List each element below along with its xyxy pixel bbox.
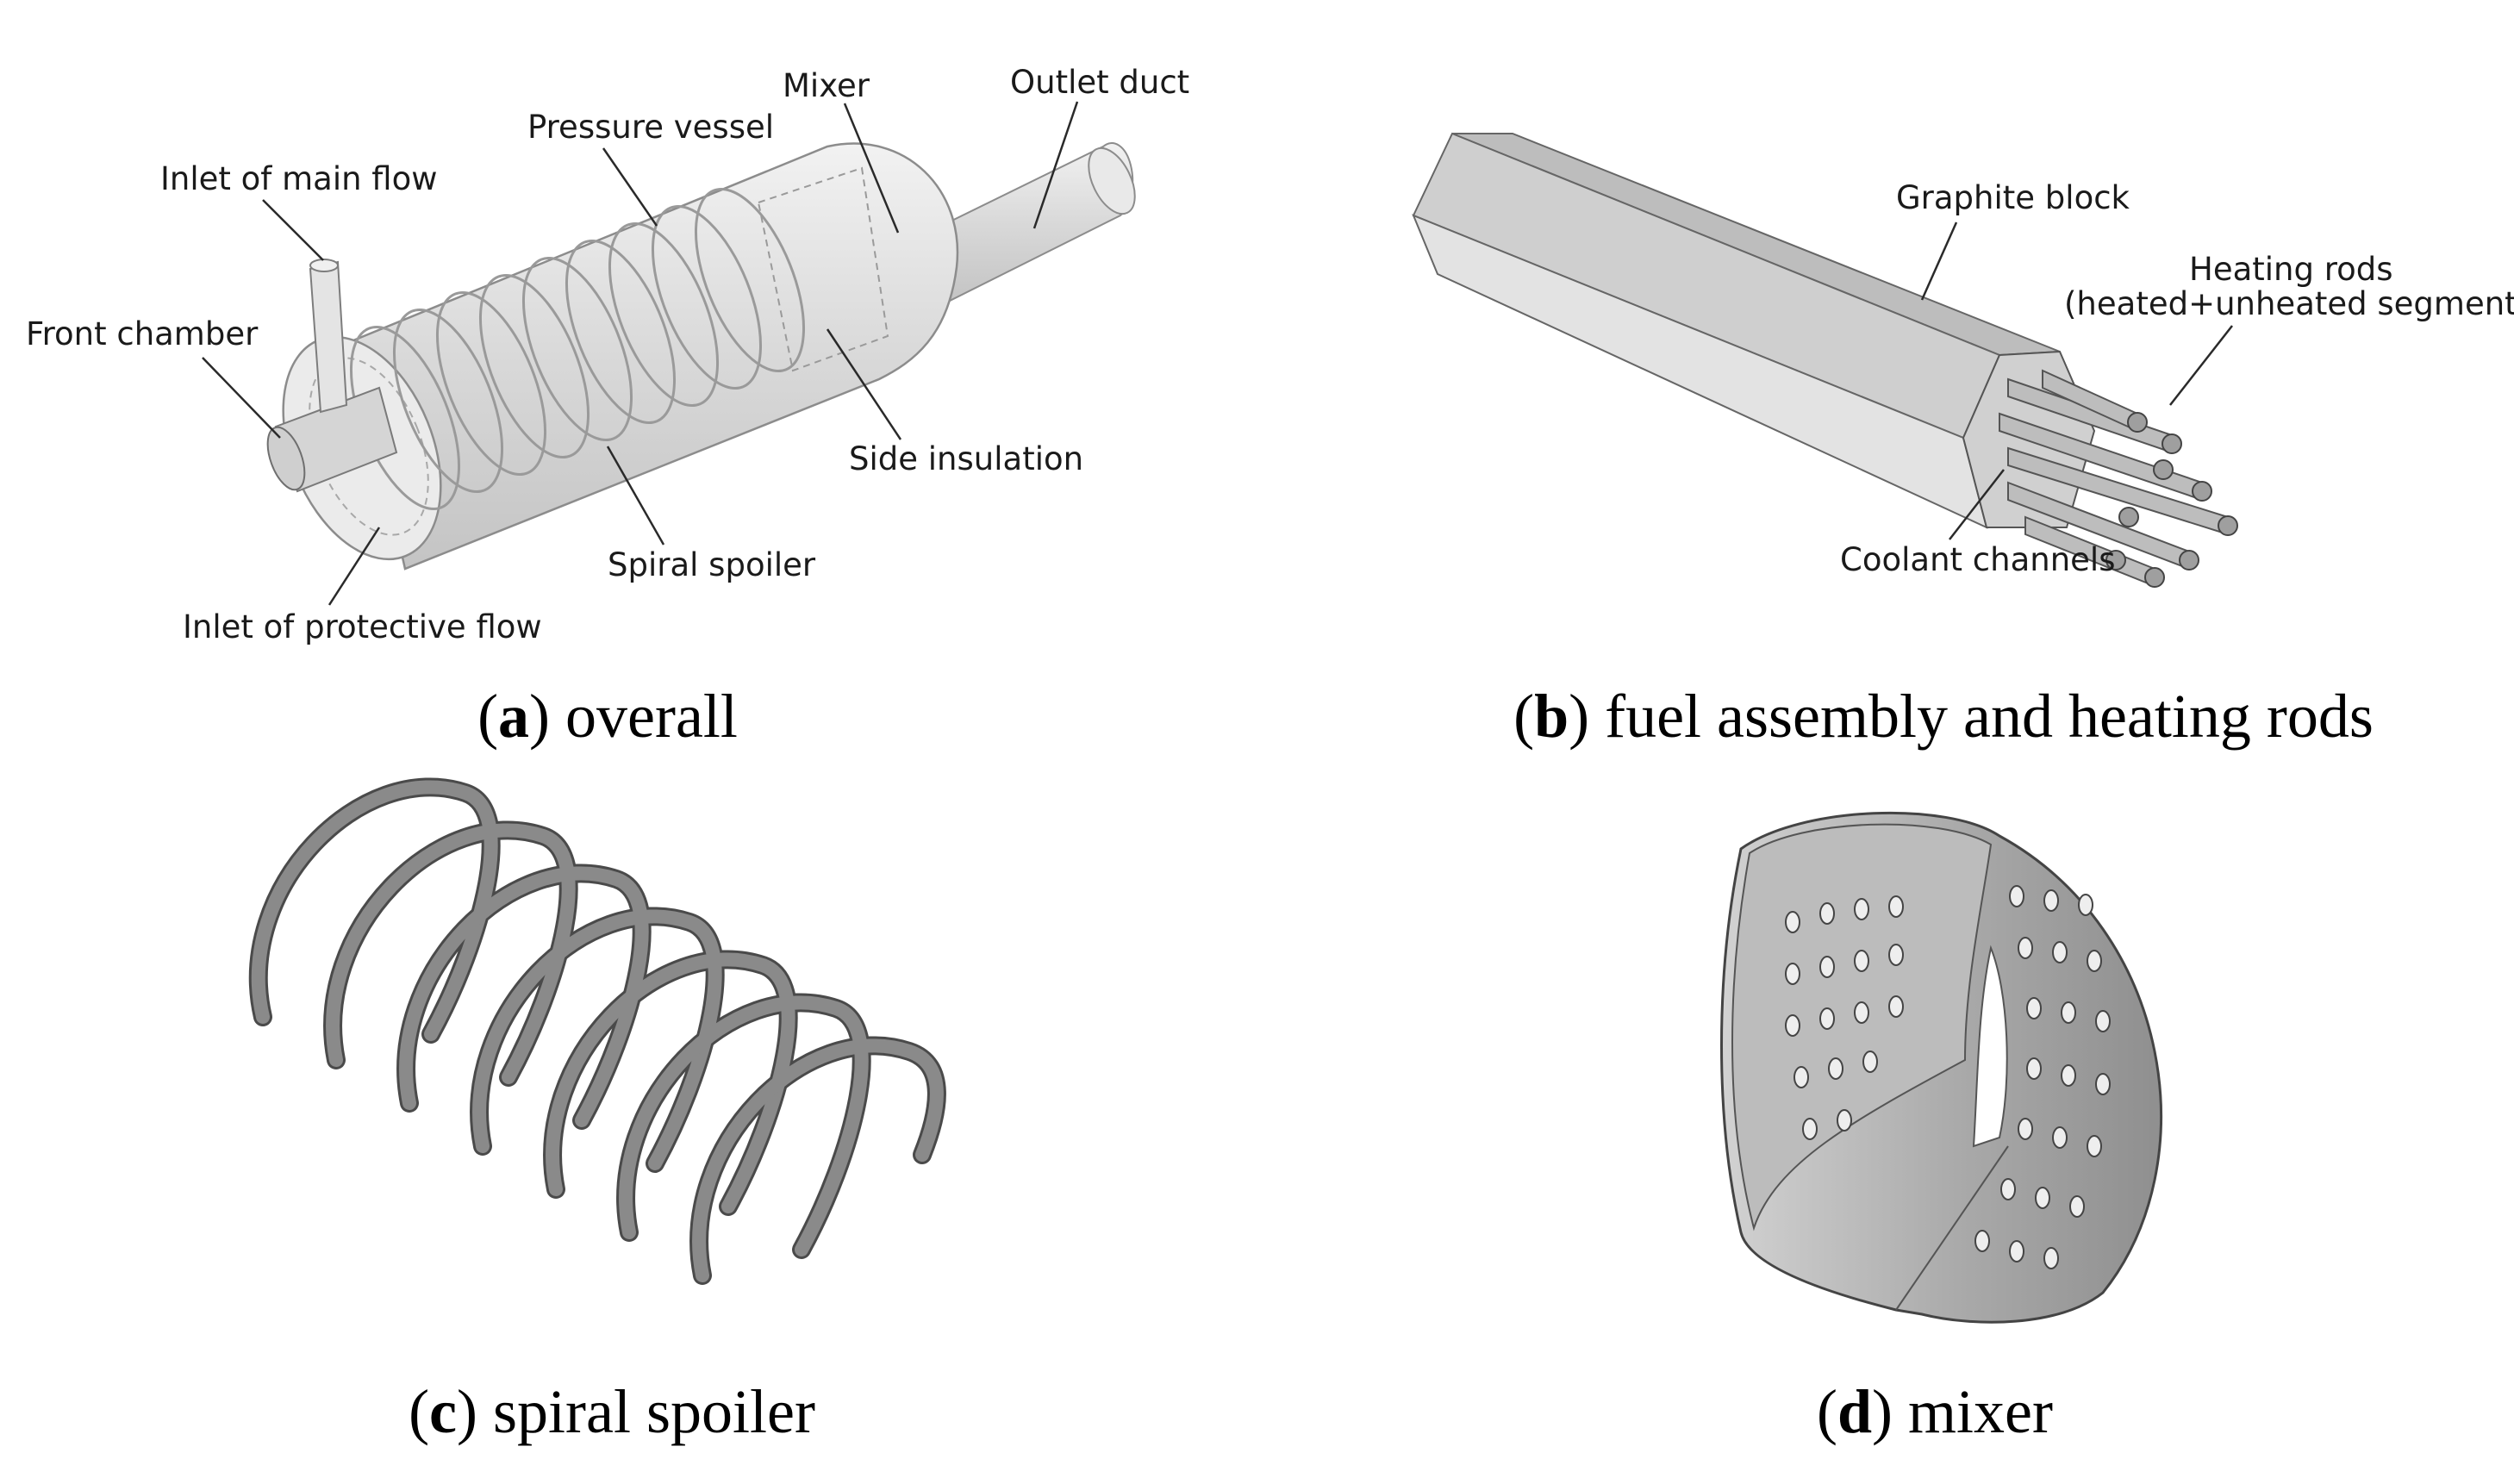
leader-inlet-main-flow	[262, 199, 324, 261]
panel-c-spiral-spoiler: (c) spiral spoiler	[248, 777, 946, 1446]
label-inlet-main-flow: Inlet of main flow	[160, 160, 438, 197]
caption-panel-d: (d) mixer	[1817, 1377, 2053, 1446]
mixer-drawing	[1720, 811, 2162, 1324]
leader-front-chamber	[202, 357, 281, 439]
label-front-chamber: Front chamber	[26, 315, 259, 352]
label-side-insulation: Side insulation	[849, 440, 1083, 477]
leader-side-insulation	[826, 328, 902, 440]
overall-assembly-drawing	[266, 142, 1136, 571]
panel-b-fuel-assembly: Graphite block Heating rods (heated+unhe…	[1412, 132, 2514, 751]
label-graphite-block: Graphite block	[1896, 179, 2130, 216]
leader-graphite-block	[1920, 221, 1958, 301]
label-inlet-protective-flow: Inlet of protective flow	[183, 608, 542, 645]
spiral-spoiler-drawing	[248, 777, 946, 1285]
caption-panel-a: (a) overall	[477, 682, 738, 751]
leader-inlet-protective-flow	[328, 527, 381, 606]
leader-outlet-duct	[1032, 101, 1079, 229]
leader-coolant-channels	[1949, 469, 2005, 540]
graphite-block-drawing	[1412, 132, 2238, 588]
label-heating-rods-note: (heated+unheated segments)	[2064, 285, 2514, 322]
label-pressure-vessel: Pressure vessel	[527, 109, 774, 146]
caption-panel-c: (c) spiral spoiler	[409, 1377, 815, 1446]
label-heating-rods: Heating rods	[2189, 251, 2393, 288]
label-spiral-spoiler: Spiral spoiler	[608, 546, 816, 583]
label-outlet-duct: Outlet duct	[1010, 64, 1189, 101]
leader-spiral-spoiler	[606, 446, 665, 546]
label-mixer: Mixer	[783, 67, 870, 104]
panel-a-overall: Mixer Outlet duct Pressure vessel Inlet …	[26, 64, 1189, 751]
panel-d-mixer: (d) mixer	[1720, 811, 2162, 1446]
caption-panel-b: (b) fuel assembly and heating rods	[1513, 682, 2374, 751]
leader-mixer	[843, 103, 900, 234]
label-coolant-channels: Coolant channels	[1840, 541, 2115, 578]
leader-heating-rods	[2169, 325, 2233, 406]
leader-pressure-vessel	[602, 147, 658, 227]
